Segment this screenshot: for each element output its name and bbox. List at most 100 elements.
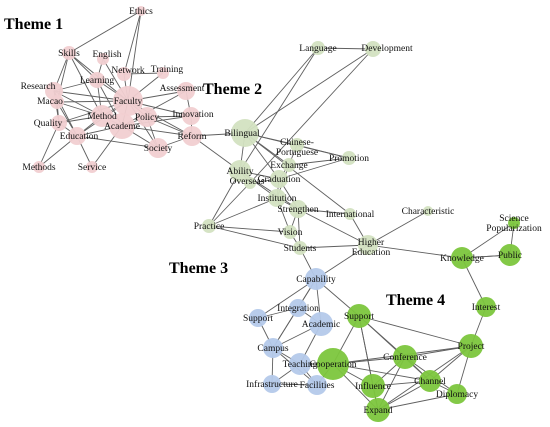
node-label-supportb: Support — [243, 314, 273, 324]
edge-characteristic-highereducation — [367, 210, 429, 246]
node-label-cooperation: Cooperation — [310, 360, 357, 370]
node-label-strengthen: Strengthen — [277, 205, 318, 215]
node-academic — [309, 312, 333, 336]
node-label-assessment: Assessment — [160, 84, 205, 94]
node-label-teaching: Teaching — [283, 360, 318, 370]
node-label-faculty: Faculty — [114, 97, 143, 107]
node-reform — [182, 126, 202, 146]
node-label-expand: Expand — [363, 406, 392, 416]
node-international — [344, 208, 356, 220]
node-label-integration: Integration — [277, 304, 319, 314]
node-innovation — [182, 107, 200, 125]
edge-development-overseas — [249, 48, 374, 184]
node-label-network: Network — [111, 66, 144, 76]
node-label-project: Project — [458, 342, 485, 352]
node-highereducation — [358, 235, 378, 255]
edge-language-development — [317, 47, 374, 50]
node-policy — [137, 107, 157, 127]
node-network — [117, 67, 131, 81]
node-strengthen — [289, 200, 307, 218]
node-label-language: Language — [299, 44, 336, 54]
node-label-facilities: Facilities — [300, 381, 335, 391]
node-label-ability: Ability — [227, 167, 254, 177]
node-label-academic: Academic — [302, 320, 341, 330]
node-skills — [62, 46, 76, 60]
node-ability — [229, 160, 251, 182]
node-label-channel: Channel — [414, 377, 446, 387]
node-channel — [419, 370, 441, 392]
edge-graduation-promotion — [278, 157, 350, 180]
node-vision — [283, 225, 297, 239]
edge-ethics-skills — [68, 10, 142, 54]
node-diplomacy — [447, 384, 467, 404]
node-assessment — [177, 82, 195, 100]
node-label-training: Training — [151, 65, 184, 75]
node-english — [97, 53, 109, 65]
node-training — [157, 67, 169, 79]
edge-supportg-project — [358, 315, 472, 347]
node-label-public: Public — [498, 251, 522, 261]
edge-institution-practice — [208, 197, 278, 227]
node-graduation — [270, 170, 288, 188]
edge-vision-practice — [208, 225, 291, 233]
node-label-reform: Reform — [177, 131, 207, 142]
edge-highereducation-knowledge — [367, 244, 463, 259]
node-faculty — [113, 86, 143, 116]
node-influence — [361, 374, 385, 398]
node-society — [148, 138, 168, 158]
edge-students-practice — [208, 225, 301, 249]
node-supportg — [347, 304, 371, 328]
node-label-interest: Interest — [472, 303, 501, 313]
theme-4-label: Theme 4 — [386, 292, 445, 309]
node-label-development: Development — [361, 44, 413, 54]
node-conference — [393, 345, 417, 369]
node-education — [68, 127, 86, 145]
edge-chineseportuguese-promotion — [296, 144, 350, 159]
node-quality — [51, 115, 67, 131]
node-sciencepop — [508, 217, 520, 229]
edge-skills-method — [68, 52, 103, 117]
edge-education-society — [76, 135, 159, 149]
node-label-policy: Policy — [135, 113, 160, 123]
node-label-academe: Academe — [104, 122, 140, 132]
node-label-method: Method — [87, 112, 117, 122]
node-teaching — [289, 353, 311, 375]
node-label-service: Service — [78, 163, 107, 173]
node-label-knowledge: Knowledge — [440, 254, 484, 264]
node-label-quality: Quality — [34, 119, 63, 129]
node-label-international: International — [326, 210, 375, 220]
node-overseas — [244, 177, 256, 189]
node-label-ethics: Ethics — [129, 7, 153, 17]
node-label-promotion: Promotion — [329, 154, 369, 164]
node-integration — [289, 299, 307, 317]
edge-quality-methods — [38, 122, 60, 168]
node-interest — [476, 297, 496, 317]
node-bilingual — [231, 119, 259, 147]
node-promotion — [342, 151, 356, 165]
node-method — [91, 105, 113, 127]
node-label-characteristic: Characteristic — [402, 207, 455, 217]
theme-3-label: Theme 3 — [169, 260, 228, 277]
theme-2-label: Theme 2 — [203, 81, 262, 98]
node-label-skills: Skills — [58, 49, 80, 59]
node-practice — [202, 219, 216, 233]
edge-ethics-network — [123, 10, 142, 75]
node-label-students: Students — [284, 244, 317, 254]
node-label-methods: Methods — [22, 163, 56, 173]
node-facilities — [307, 375, 327, 395]
node-label-graduation: Graduation — [258, 175, 301, 185]
node-methods — [33, 161, 45, 173]
theme-1-label: Theme 1 — [4, 16, 63, 33]
node-label-conference: Conference — [383, 352, 427, 363]
edge-highereducation-students — [299, 244, 369, 249]
edge-language-bilingual — [244, 47, 319, 134]
node-chineseportuguese — [290, 138, 304, 152]
edge-exchange-promotion — [288, 157, 350, 166]
node-development — [365, 41, 381, 57]
node-campus — [263, 338, 283, 358]
node-cooperation — [317, 348, 349, 380]
